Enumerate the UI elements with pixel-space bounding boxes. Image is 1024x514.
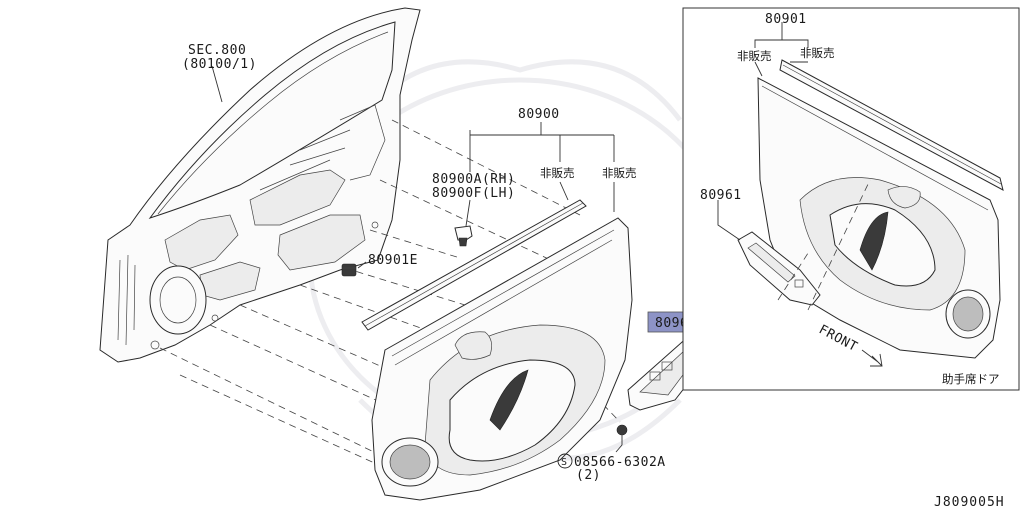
callout-80961[interactable]: 80961 xyxy=(700,188,742,203)
screw-code: 08566-6302A xyxy=(574,455,666,470)
inset-weatherstrip xyxy=(779,59,1004,191)
diagram-code: J809005H xyxy=(934,495,1005,510)
inset-not-sold-right: 非販売 xyxy=(800,46,835,60)
clip-80900a xyxy=(454,225,473,247)
weatherstrip-main xyxy=(361,199,587,331)
door-trim-panel xyxy=(371,217,633,501)
callout-80901[interactable]: 80901 xyxy=(765,12,807,27)
leaders-main xyxy=(357,122,701,453)
not-sold-label-2: 非販売 xyxy=(602,166,637,180)
section-ref-line1: SEC.800 xyxy=(188,43,246,58)
inset-not-sold-left: 非販売 xyxy=(737,49,772,63)
callout-80900a-rh[interactable]: 80900A(RH) xyxy=(432,172,515,187)
inset-caption: 助手席ドア xyxy=(942,372,1000,386)
front-arrow-icon xyxy=(861,349,883,367)
callout-screw[interactable]: S 08566-6302A (2) xyxy=(557,453,666,483)
screw-08566 xyxy=(616,424,628,445)
door-frame xyxy=(99,7,421,363)
sec-leader-line xyxy=(211,65,223,103)
screw-symbol-circle xyxy=(557,453,573,469)
section-ref-line2: (80100/1) xyxy=(182,57,257,72)
callout-80900f-lh[interactable]: 80900F(LH) xyxy=(432,186,515,201)
not-sold-label-1: 非販売 xyxy=(540,166,575,180)
inset-passenger-door: 80901 非販売 非販売 80961 FRONT 助手席ドア xyxy=(682,7,1020,391)
clip-80901e xyxy=(341,263,357,277)
screw-quantity: (2) xyxy=(576,468,601,483)
callout-80900[interactable]: 80900 xyxy=(518,107,560,122)
callout-80901e[interactable]: 80901E xyxy=(368,253,418,268)
screw-symbol: S xyxy=(561,457,567,468)
